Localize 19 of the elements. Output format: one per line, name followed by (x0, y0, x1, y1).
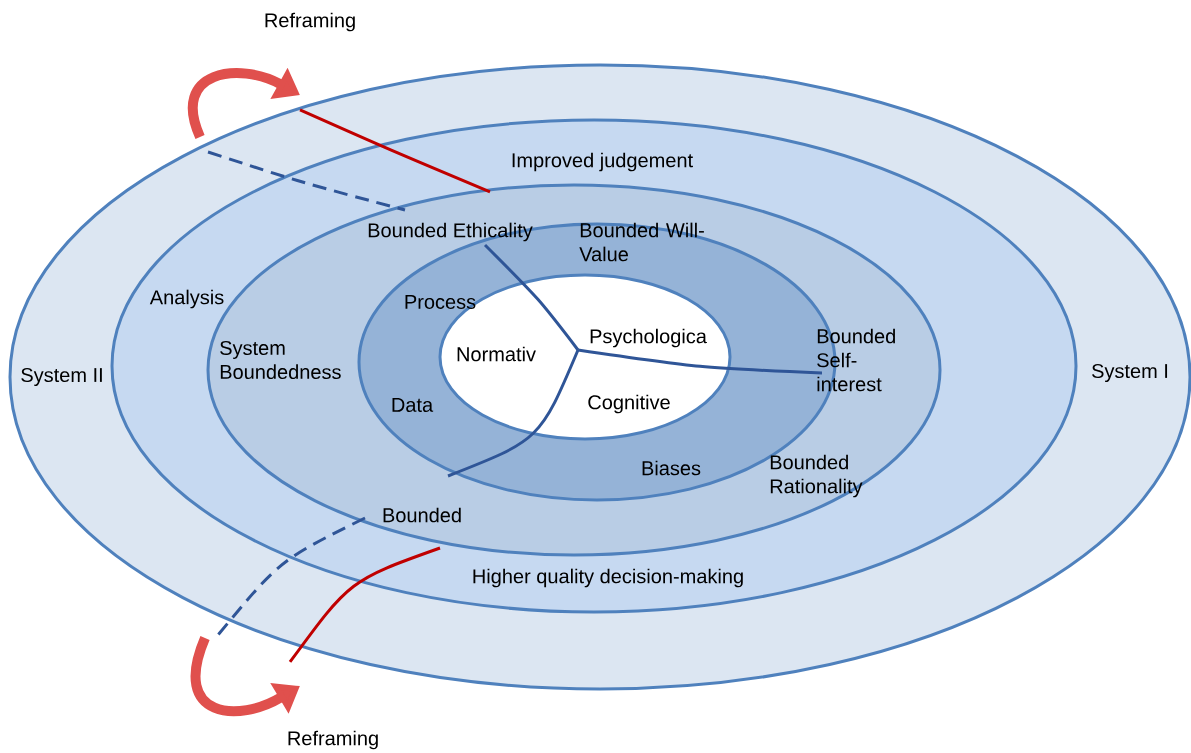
ring-label: Bounded Rationality (770, 454, 863, 498)
ring-label: Biases (642, 460, 701, 476)
ring-label: Bounded Will-Value (579, 222, 704, 262)
ring-label: System II (21, 367, 102, 387)
ring-label: Higher quality decision-making (473, 568, 743, 588)
ring-label: System Boundedness (220, 340, 341, 380)
ring-label: Analysis (149, 289, 224, 309)
ring-label: System I (1092, 363, 1168, 383)
ring-label: Normativ (457, 346, 536, 362)
ring-label: Psychologica (590, 328, 707, 348)
ring-label: Data (392, 398, 434, 412)
ring-label: Bounded (383, 507, 461, 523)
arrow-label: Reframing (288, 730, 378, 750)
ring-label: Cognitive (588, 394, 670, 414)
ring-label: Bounded Self-interest (817, 328, 895, 392)
ring-label: Bounded Ethicality (368, 222, 533, 242)
arrow-label: Reframing (265, 12, 355, 32)
ring-label: Process (405, 295, 476, 309)
ring-label: Improved judgement (512, 152, 693, 172)
